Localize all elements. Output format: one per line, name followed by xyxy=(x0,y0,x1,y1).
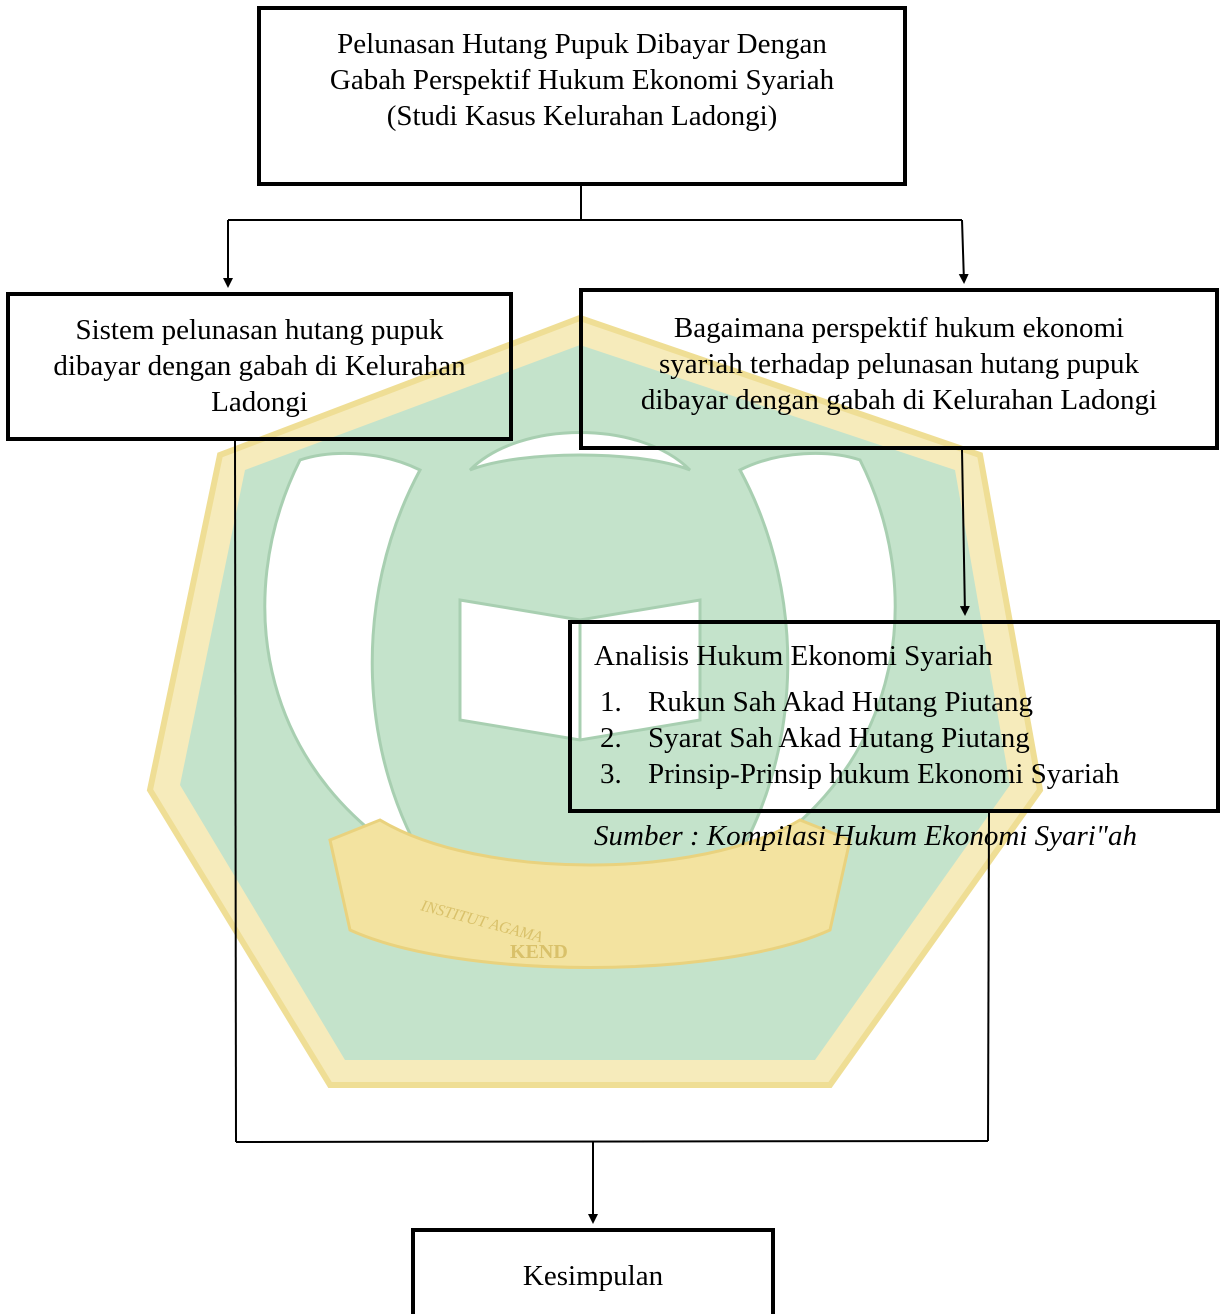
analysis-box: Analisis Hukum Ekonomi Syariah 1. Rukun … xyxy=(568,620,1220,852)
system-box: Sistem pelunasan hutang pupuk dibayar de… xyxy=(6,292,513,441)
conclusion-box: Kesimpulan xyxy=(411,1228,775,1314)
system-box-line: Ladongi xyxy=(211,386,308,418)
analysis-list-item: 2. Syarat Sah Akad Hutang Piutang xyxy=(600,720,1206,756)
watermark-right-leaf xyxy=(725,451,897,874)
watermark-bottom-text: KEND xyxy=(510,941,568,963)
analysis-item-text: Rukun Sah Akad Hutang Piutang xyxy=(648,686,1034,718)
arrow-to-analysis-box xyxy=(959,449,970,616)
analysis-item-number: 2. xyxy=(600,722,622,754)
analysis-source: Sumber : Kompilasi Hukum Ekonomi Syari"a… xyxy=(594,820,1137,852)
analysis-item-text: Syarat Sah Akad Hutang Piutang xyxy=(648,722,1030,754)
system-box-line: Sistem pelunasan hutang pupuk xyxy=(75,314,444,346)
analysis-list-item: 3. Prinsip-Prinsip hukum Ekonomi Syariah xyxy=(600,756,1206,792)
watermark-swoosh xyxy=(468,431,692,472)
watermark-left-leaf xyxy=(263,451,435,874)
watermark-ribbon xyxy=(328,818,852,969)
conclusion-label: Kesimpulan xyxy=(522,1260,664,1292)
perspective-box-line: syariah terhadap pelunasan hutang pupuk xyxy=(659,348,1139,380)
title-line: (Studi Kasus Kelurahan Ladongi) xyxy=(386,100,778,132)
title-line: Pelunasan Hutang Pupuk Dibayar Dengan xyxy=(337,28,827,60)
title-line: Gabah Perspektif Hukum Ekonomi Syariah xyxy=(329,64,835,96)
perspective-box-line: dibayar dengan gabah di Kelurahan Ladong… xyxy=(640,384,1158,416)
analysis-list-item: 1. Rukun Sah Akad Hutang Piutang xyxy=(600,684,1206,720)
connector-analysis-down xyxy=(987,812,990,1142)
analysis-item-number: 3. xyxy=(600,758,622,790)
perspective-box: Bagaimana perspektif hukum ekonomi syari… xyxy=(579,288,1219,450)
title-box: Pelunasan Hutang Pupuk Dibayar Dengan Ga… xyxy=(257,6,907,186)
analysis-item-number: 1. xyxy=(600,686,622,718)
analysis-list: 1. Rukun Sah Akad Hutang Piutang 2. Syar… xyxy=(594,684,1206,792)
arrow-to-right-box xyxy=(958,219,969,284)
system-box-line: dibayar dengan gabah di Kelurahan xyxy=(53,350,466,382)
connector-left-down xyxy=(234,440,237,1143)
perspective-box-line: Bagaimana perspektif hukum ekonomi xyxy=(673,312,1125,344)
connector-merge-horizontal xyxy=(235,1140,989,1143)
analysis-item-text: Prinsip-Prinsip hukum Ekonomi Syariah xyxy=(648,758,1120,790)
analysis-heading: Analisis Hukum Ekonomi Syariah xyxy=(594,640,993,672)
